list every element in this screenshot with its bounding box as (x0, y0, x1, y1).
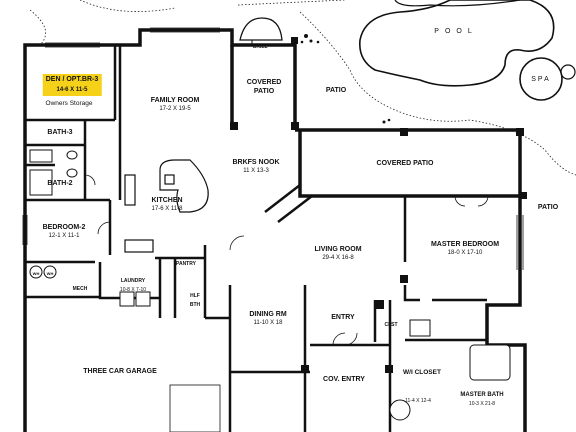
master-bedroom-name: MASTER BEDROOM (430, 241, 500, 248)
plants (300, 34, 391, 124)
interior-walls (25, 45, 487, 432)
covered-patio-top-line2: PATIO (253, 88, 275, 95)
family-room-name: FAMILY ROOM (150, 97, 200, 104)
patio-top-label: PATIO (325, 87, 347, 94)
family-room-label: FAMILY ROOM 17-2 X 19-5 (151, 96, 200, 114)
cov-entry-label: COV. ENTRY (323, 376, 365, 383)
half-bath-label: HLF BTH (190, 292, 200, 310)
dining-room-dim: 11-10 X 18 (253, 320, 283, 326)
bedroom2-dim: 12-1 X 11-1 (48, 233, 80, 239)
bath-fixtures (29, 149, 511, 421)
kitchen-dim: 17-6 X 11-8 (151, 206, 183, 212)
pool-outline (358, 0, 555, 87)
covered-patio-mid-label: COVERED PATIO (376, 160, 434, 167)
mech-label: MECH (72, 286, 88, 292)
bedroom2-name: BEDROOM-2 (42, 224, 86, 231)
closet-label: CLST (384, 322, 398, 328)
master-bedroom-dim: 18-0 X 17-10 (447, 250, 483, 256)
dining-room-name: DINING RM (249, 311, 287, 318)
family-room-dim: 17-2 X 19-5 (159, 106, 191, 112)
master-bath-name: MASTER BATH (460, 392, 504, 398)
grill-outline (239, 17, 283, 41)
half-bath-line2: BTH (189, 302, 201, 308)
appliances (29, 265, 151, 307)
columns (230, 37, 527, 373)
kitchen-name: KITCHEN (151, 197, 183, 204)
patio-right-label: PATIO (537, 204, 559, 211)
living-room-label: LIVING ROOM 29-4 X 16-8 (314, 245, 361, 263)
entry-label: ENTRY (331, 314, 355, 321)
wi-closet-dim: 11-4 X 12-4 (405, 398, 431, 404)
laundry-label: LAUNDRY 10-8 X 7-10 (120, 277, 146, 295)
dining-room-label: DINING RM 11-10 X 18 (249, 310, 286, 328)
living-room-dim: 29-4 X 16-8 (322, 255, 354, 261)
garage-label: THREE CAR GARAGE (83, 368, 157, 375)
laundry-name: LAUNDRY (120, 278, 146, 284)
covered-patio-top-label: COVERED PATIO (247, 78, 282, 96)
spa-label: SPA (531, 76, 551, 83)
brkfs-nook-name: BRKFS NOOK (232, 159, 280, 166)
laundry-dim: 10-8 X 7-10 (119, 287, 147, 293)
bath3-label: BATH-3 (47, 129, 73, 136)
owners-storage-label: Owners Storage (45, 100, 93, 107)
water-heater-label-1: WH (32, 271, 40, 276)
landscape-lines (29, 0, 576, 176)
spa-outline (519, 57, 563, 101)
door-swings (84, 174, 489, 346)
pantry-label: PANTRY (176, 261, 196, 267)
den-dim: 14-6 X 11-5 (42, 85, 102, 96)
master-bath-dim: 10-3 X 21-8 (468, 401, 496, 407)
garage-storage (169, 384, 221, 432)
kitchen-counters (124, 159, 209, 253)
brkfs-nook-dim: 11 X 13-3 (243, 168, 269, 174)
half-bath-line1: HLF (190, 293, 200, 299)
bedroom2-label: BEDROOM-2 12-1 X 11-1 (43, 223, 86, 241)
master-bedroom-label: MASTER BEDROOM 18-0 X 17-10 (431, 240, 499, 258)
master-bath-label: MASTER BATH 10-3 X 21-8 (460, 391, 503, 409)
water-heater-label-2: WH (46, 271, 54, 276)
living-room-name: LIVING ROOM (314, 246, 362, 253)
grill-label: GRILL (252, 44, 268, 50)
wi-closet-label: W/I CLOSET (403, 369, 441, 376)
pool-label: POOL (434, 28, 478, 35)
kitchen-label: KITCHEN 17-6 X 11-8 (151, 196, 182, 214)
brkfs-nook-label: BRKFS NOOK 11 X 13-3 (232, 158, 279, 176)
covered-patio-top-line1: COVERED (246, 79, 282, 86)
bath2-label: BATH-2 (47, 180, 73, 187)
den-name: DEN / OPT.BR-3 (42, 74, 102, 85)
den-label: DEN / OPT.BR-3 14-6 X 11-5 (42, 74, 102, 96)
windows (22, 27, 524, 270)
